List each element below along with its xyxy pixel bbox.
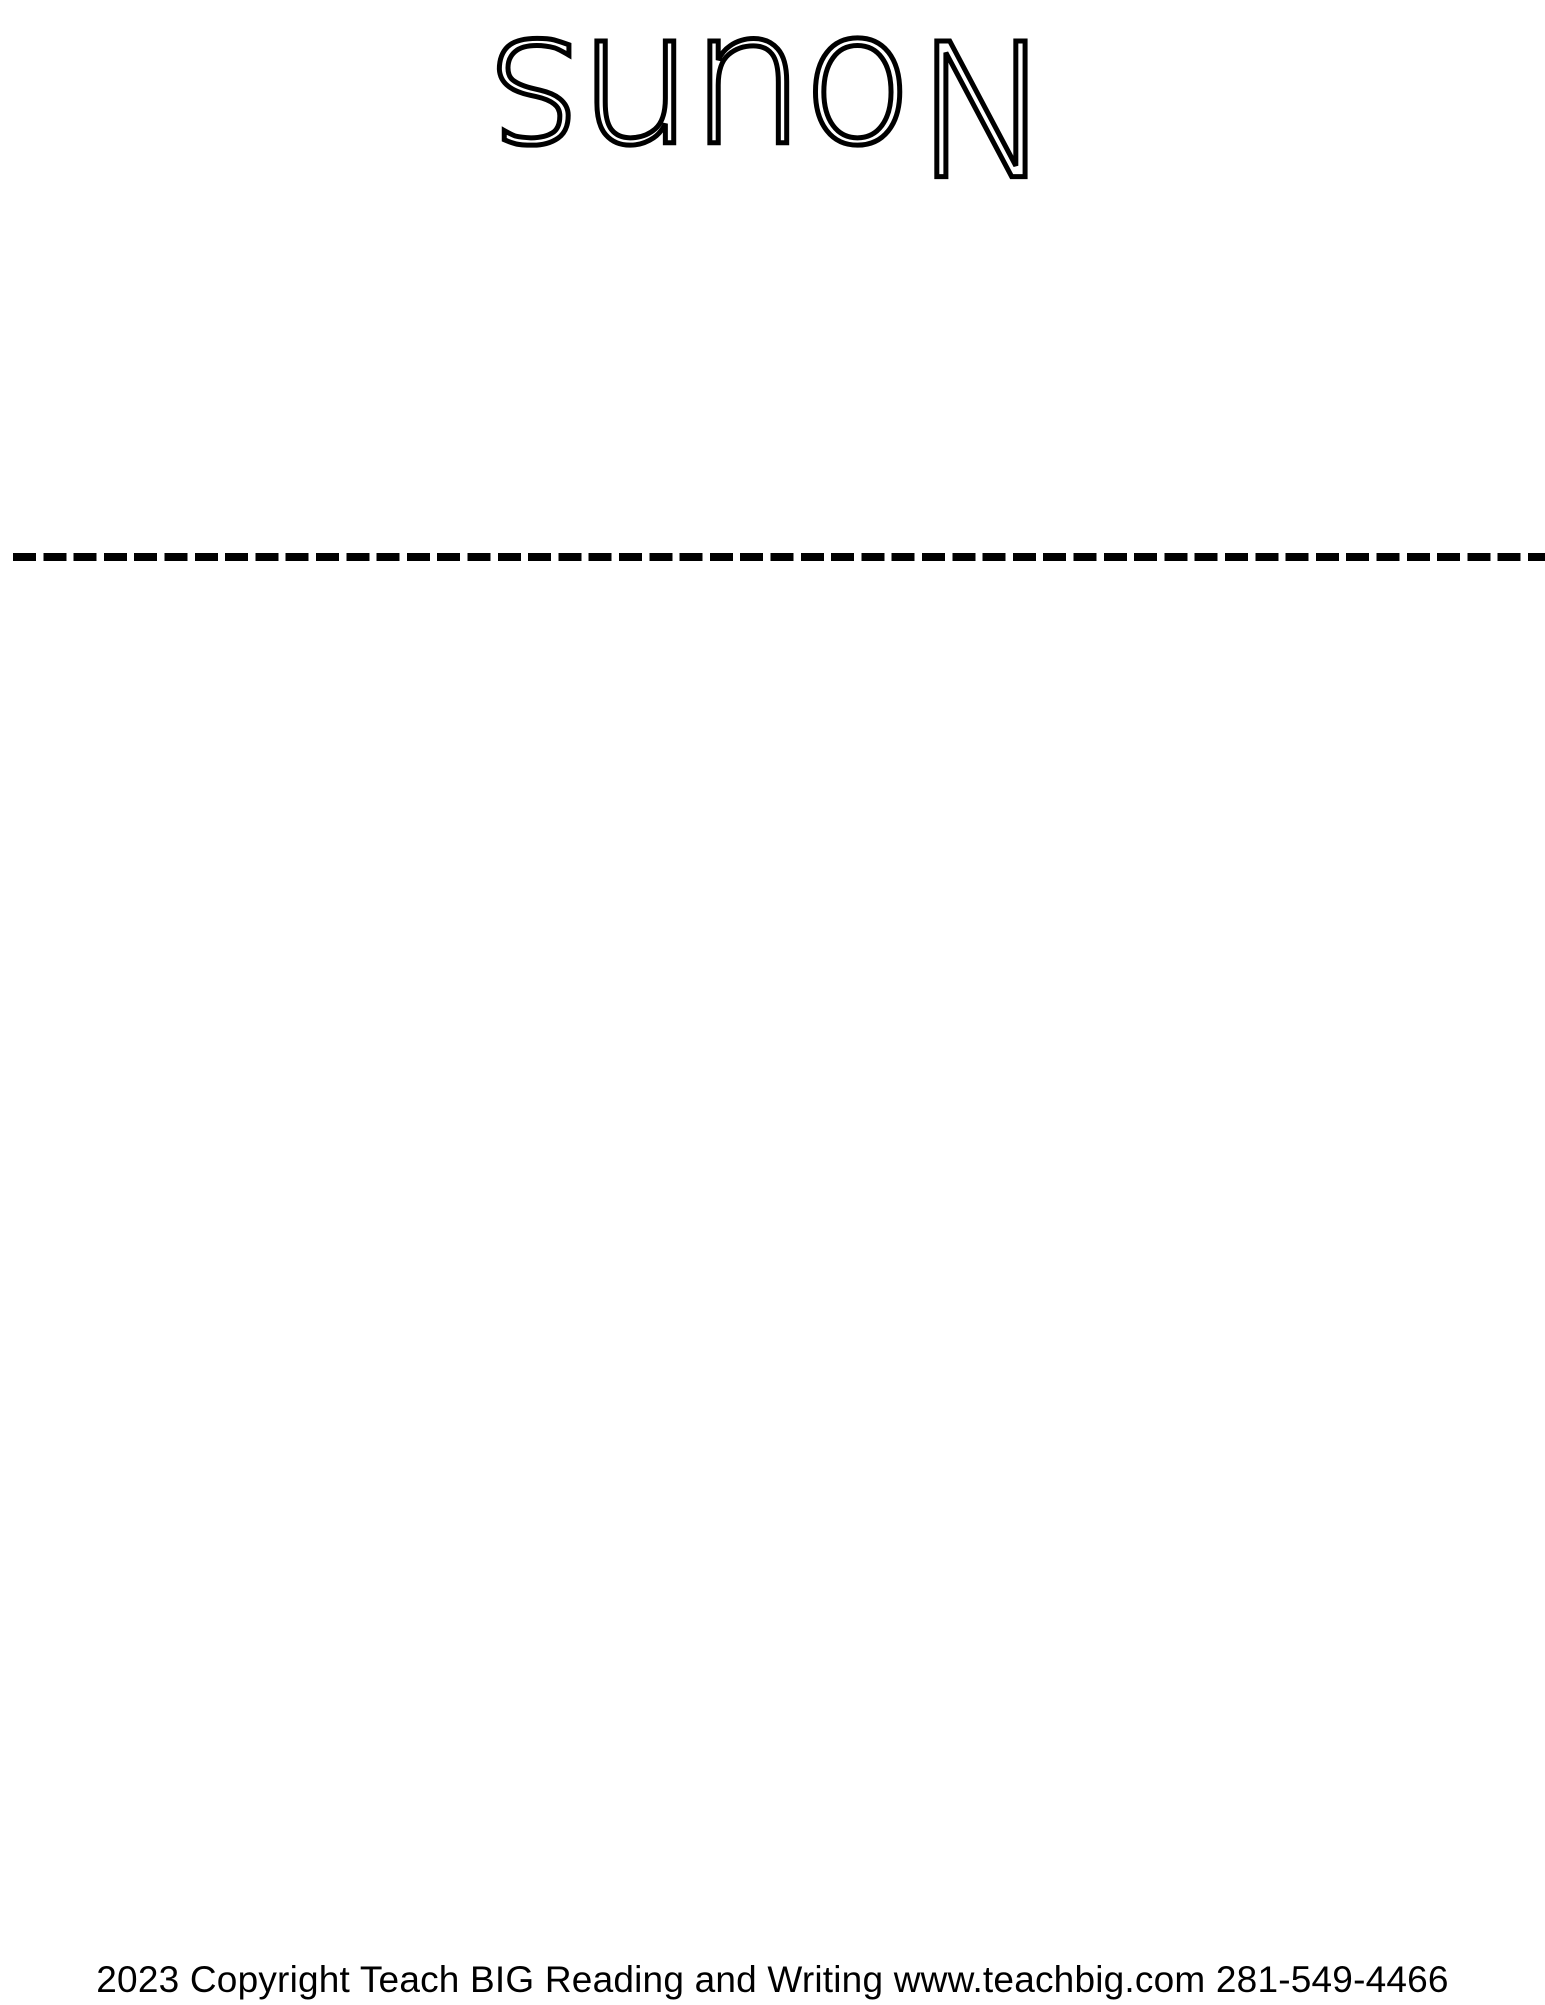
- title-container: Nouns: [490, 0, 1051, 217]
- dashed-fold-line: [13, 553, 1545, 561]
- footer-credits: 2023 Copyright Teach BIG Reading and Wri…: [0, 1955, 1545, 2005]
- footer-website-link[interactable]: www.teachbig.com: [893, 1959, 1206, 2000]
- blank-writing-area: [0, 570, 1545, 1950]
- page-title-upside-down: Nouns: [490, 0, 1051, 217]
- footer-copyright: 2023 Copyright Teach BIG Reading and Wri…: [96, 1959, 884, 2000]
- footer-phone: 281-549-4466: [1215, 1959, 1449, 2000]
